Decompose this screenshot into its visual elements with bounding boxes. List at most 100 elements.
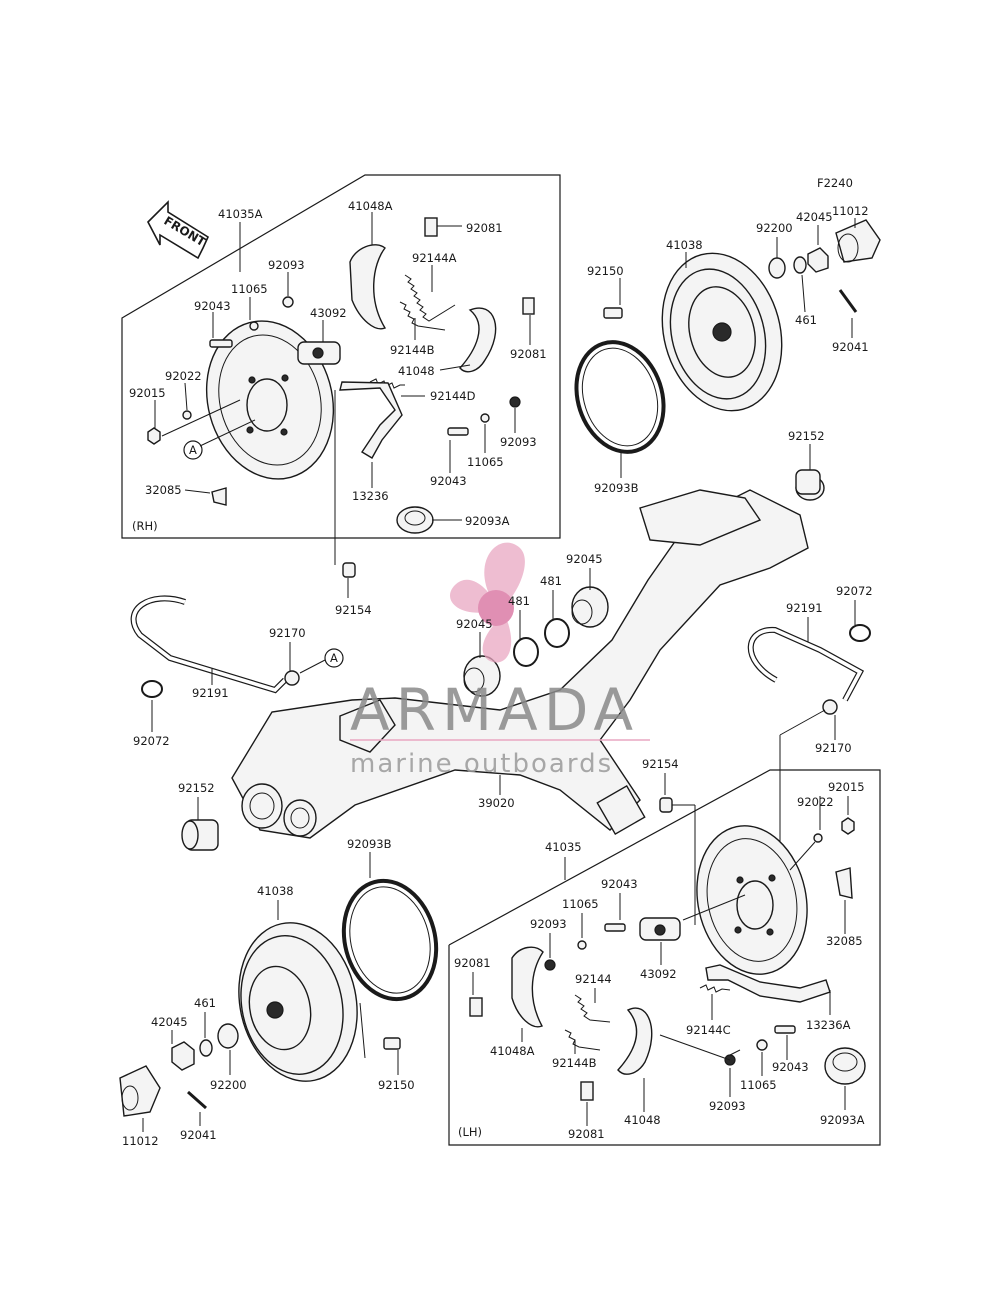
label-41048-rh: 41048 [398, 364, 435, 378]
callout-a-rh [183, 440, 203, 460]
label-92144B-lh: 92144B [552, 1056, 597, 1070]
bushing-92152-top [795, 469, 825, 501]
label-41048A-rh: 41048A [348, 199, 393, 213]
label-13236A: 13236A [806, 1018, 851, 1032]
breather-hose-92191-right-inner [749, 628, 863, 701]
lh-leader-lines [472, 796, 849, 1126]
cotter-pin-92041-top [838, 289, 858, 313]
label-92081-rh2: 92081 [510, 347, 547, 361]
lh-spring-92144 [574, 994, 611, 1023]
rh-washer-11065-lower [480, 413, 490, 423]
bolt-92150-top [603, 307, 623, 319]
label-92041-top: 92041 [832, 340, 869, 354]
label-92093A-rh: 92093A [465, 514, 510, 528]
lh-clip-92081-upper [469, 997, 483, 1017]
lh-spring-92144B [564, 1029, 601, 1051]
label-461-bottom: 461 [194, 996, 216, 1010]
rh-wheel-cylinder [297, 341, 341, 365]
label-92170-right: 92170 [815, 741, 852, 755]
label-43092-lh: 43092 [640, 967, 677, 981]
lh-clip-92081-lower [580, 1081, 594, 1101]
washer-92200-bottom [217, 1023, 239, 1049]
rh-leader-lines [154, 212, 531, 565]
label-92144D: 92144D [430, 389, 476, 403]
rh-lever-13236 [339, 381, 403, 459]
ring-481-top [544, 618, 570, 648]
rh-pin-92043-lower [447, 427, 469, 436]
label-92154-mid: 92154 [642, 757, 679, 771]
lh-nut-92015 [841, 817, 855, 835]
label-92144A: 92144A [412, 251, 457, 265]
clip-92072-right [849, 624, 871, 642]
front-direction-arrow-icon: FRONT [147, 200, 210, 260]
rh-brake-shoe-lower [459, 307, 497, 373]
seal-ring-92093B-top [574, 340, 666, 454]
label-32085-rh: 32085 [145, 483, 182, 497]
label-92200-bottom: 92200 [210, 1078, 247, 1092]
label-41038-bottom: 41038 [257, 884, 294, 898]
label-92154-top: 92154 [335, 603, 372, 617]
rh-pin-92043 [209, 339, 233, 348]
lh-pin-92043-lower [774, 1025, 796, 1034]
label-92081-top: 92081 [466, 221, 503, 235]
label-92015-rh: 92015 [129, 386, 166, 400]
lh-washer-11065-lower [756, 1039, 768, 1051]
top-right-leader-lines [619, 218, 856, 478]
label-92144B-rh: 92144B [390, 343, 435, 357]
rh-washer-92093-lower [509, 396, 521, 408]
callout-a-mid-text: A [330, 651, 338, 665]
washer-92200-top [768, 257, 786, 279]
label-92043-rh1: 92043 [194, 299, 231, 313]
label-92191-left: 92191 [192, 686, 229, 700]
label-92093-lh2: 92093 [709, 1099, 746, 1113]
rh-washer-92093 [282, 296, 294, 308]
label-481-top: 481 [540, 574, 562, 588]
callout-a-rh-text: A [189, 443, 197, 457]
bottom-left-leader-lines [142, 852, 399, 1132]
seal-ring-92093B-bottom [341, 878, 439, 1002]
rh-clip-92081-lower [522, 297, 535, 315]
label-42045-top: 42045 [796, 210, 833, 224]
label-42045-bottom: 42045 [151, 1015, 188, 1029]
label-43092-rh: 43092 [310, 306, 347, 320]
bolt-92150-bottom [383, 1037, 401, 1050]
label-92043-lh1: 92043 [601, 877, 638, 891]
label-92022-lh: 92022 [797, 795, 834, 809]
lh-brake-shoe-upper [511, 946, 544, 1028]
watermark-brand: ARMADA [350, 676, 639, 744]
brake-drum-top [661, 252, 783, 412]
washer-461-bottom [199, 1039, 213, 1057]
rh-brake-shoe-upper [349, 244, 387, 330]
rh-clip-92081-top [424, 217, 438, 237]
label-41038-top: 41038 [666, 238, 703, 252]
watermark-tagline: marine outboards [350, 749, 613, 779]
label-41048-lh: 41048 [624, 1113, 661, 1127]
bushing-92152-left [181, 819, 219, 851]
nut-42045-bottom [171, 1041, 195, 1071]
label-92093-rh1: 92093 [268, 258, 305, 272]
bolt-92154-mid [659, 797, 673, 813]
cotter-pin-92041-bottom [187, 1090, 207, 1110]
label-41035A: 41035A [218, 207, 263, 221]
lh-washer-11065-upper [577, 940, 587, 950]
label-92191-right: 92191 [786, 601, 823, 615]
label-92045-top: 92045 [566, 552, 603, 566]
hub-cap-11012-top [835, 219, 881, 263]
label-11012-top: 11012 [832, 204, 869, 218]
bushing-92045-top [571, 586, 609, 628]
rh-spring-92144B [399, 301, 446, 331]
label-92081-lh1: 92081 [454, 956, 491, 970]
label-92150-bottom: 92150 [378, 1078, 415, 1092]
rh-backing-plate [205, 320, 335, 480]
label-92200-top: 92200 [756, 221, 793, 235]
label-32085-lh: 32085 [826, 934, 863, 948]
label-92022-rh: 92022 [165, 369, 202, 383]
label-92150-top: 92150 [587, 264, 624, 278]
label-92170-left: 92170 [269, 626, 306, 640]
label-92093B-bottom: 92093B [347, 837, 392, 851]
lh-brake-shoe-lower [617, 1007, 653, 1075]
label-92093A-lh: 92093A [820, 1113, 865, 1127]
clamp-92170-right [822, 699, 838, 715]
label-92144: 92144 [575, 972, 612, 986]
axle-housing-39020 [231, 489, 809, 839]
